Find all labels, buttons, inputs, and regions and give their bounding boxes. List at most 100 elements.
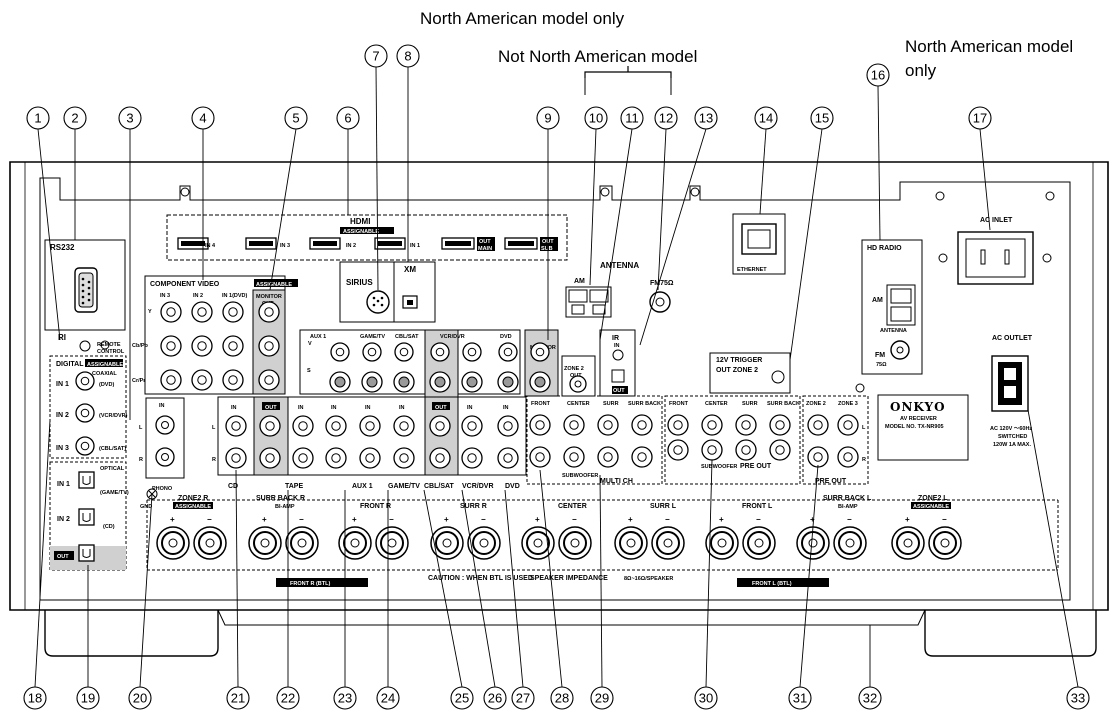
terminal-polarity: −	[299, 515, 304, 524]
svg-text:BI-AMP: BI-AMP	[275, 504, 295, 510]
callout-marker: 28	[550, 686, 574, 710]
preout-jack	[769, 439, 791, 461]
screws	[100, 187, 1055, 393]
audio-jack-l	[497, 415, 519, 437]
svg-text:75Ω: 75Ω	[876, 362, 887, 368]
input-source-label: VCR/DVR	[440, 334, 465, 340]
s-video-jack	[361, 371, 383, 393]
model-plate: ONKYO AV RECEIVER MODEL NO. TX-NR905 AC …	[877, 394, 1032, 461]
rs232-port: RS232	[44, 239, 126, 331]
speaker-terminal: −	[928, 515, 962, 560]
svg-text:(CD): (CD)	[103, 524, 115, 530]
zone-preout-jack	[807, 414, 829, 436]
component-video-jack	[258, 301, 280, 323]
terminal-polarity: −	[665, 515, 670, 524]
svg-text:COMPONENT VIDEO: COMPONENT VIDEO	[150, 281, 220, 288]
component-video-jack	[160, 335, 182, 357]
svg-text:ZONE 2: ZONE 2	[564, 366, 584, 372]
ac-inlet: AC INLET	[938, 217, 1052, 285]
hdmi-in-label: IN 1	[410, 243, 420, 249]
svg-text:Y: Y	[148, 309, 152, 315]
svg-text:BI-AMP: BI-AMP	[838, 504, 858, 510]
svg-text:SURR: SURR	[742, 401, 758, 407]
hdmi-input-port: IN 2	[309, 237, 356, 250]
terminal-polarity: +	[810, 515, 815, 524]
svg-text:R: R	[862, 457, 866, 463]
callout-number: 12	[659, 111, 673, 126]
svg-text:MULTI CH: MULTI CH	[600, 478, 633, 485]
callout-number: 20	[133, 691, 147, 706]
callout-number: 8	[404, 49, 411, 64]
component-video-jack	[222, 301, 244, 323]
label: R	[212, 457, 216, 463]
callout-marker: 15	[810, 106, 834, 130]
callout-number: 24	[381, 691, 395, 706]
composite-video-jack	[394, 342, 414, 362]
callout-number: 31	[793, 691, 807, 706]
callout-marker: 9	[536, 106, 560, 130]
svg-text:IN 3: IN 3	[56, 445, 69, 452]
speaker-terminal: +	[796, 515, 830, 560]
input-source-label: CBL/SAT	[395, 334, 419, 340]
callout-marker: 5	[284, 106, 308, 130]
callout-number: 32	[863, 691, 877, 706]
terminal-polarity: −	[389, 515, 394, 524]
terminal-polarity: +	[905, 515, 910, 524]
callout-marker: 27	[511, 686, 535, 710]
multich-jack	[563, 414, 585, 436]
terminal-polarity: −	[847, 515, 852, 524]
io-label: IN	[503, 405, 509, 411]
callout-number: 6	[344, 111, 351, 126]
speaker-terminal: +	[891, 515, 925, 560]
component-video-jack	[222, 335, 244, 357]
svg-text:CAUTION : WHEN BTL IS USED: CAUTION : WHEN BTL IS USED	[428, 575, 533, 582]
audio-jack-r	[429, 447, 451, 469]
source-label-aux1: AUX 1	[352, 483, 373, 490]
input-source-label: GAME/TV	[360, 334, 385, 340]
multich-jack	[631, 414, 653, 436]
callout-marker: 18	[23, 686, 47, 710]
callout-marker: 22	[276, 686, 300, 710]
preout-jack	[735, 439, 757, 461]
callout-number: 10	[589, 111, 603, 126]
preout-jack	[735, 414, 757, 436]
composite-video-jack	[430, 342, 450, 362]
callout-marker: 1	[26, 106, 50, 130]
terminal-polarity: −	[481, 515, 486, 524]
svg-text:SURR BACK: SURR BACK	[767, 401, 800, 407]
callout-number: 25	[455, 691, 469, 706]
io-label: IN	[298, 405, 304, 411]
terminal-polarity: +	[170, 515, 175, 524]
coaxial-jack	[75, 403, 95, 423]
speaker-terminal: −	[651, 515, 685, 560]
multich-jack	[631, 446, 653, 468]
svg-text:SURR BACK R: SURR BACK R	[256, 495, 305, 502]
callout-number: 2	[71, 111, 78, 126]
component-video-jack	[191, 369, 213, 391]
callout-marker: 2	[63, 106, 87, 130]
svg-text:120W 1A MAX.: 120W 1A MAX.	[993, 442, 1031, 448]
callout-number: 21	[231, 691, 245, 706]
svg-text:GND: GND	[140, 504, 152, 510]
audio-jack-r	[497, 447, 519, 469]
callout-number: 16	[871, 68, 885, 83]
terminal-polarity: +	[535, 515, 540, 524]
callout-marker: 21	[226, 686, 250, 710]
label: MAIN	[478, 246, 492, 252]
io-label: IN	[365, 405, 371, 411]
svg-text:R: R	[139, 457, 143, 463]
optical-section: IN 1 OPTICAL (GAME/TV) IN 2 (CD) OUT	[49, 461, 129, 571]
source-label-game: GAME/TV	[388, 483, 420, 490]
callout-marker: 11	[620, 106, 644, 130]
svg-text:AC INLET: AC INLET	[980, 217, 1013, 224]
svg-text:FRONT: FRONT	[669, 401, 689, 407]
chassis-outline	[9, 161, 1109, 611]
component-video-section: COMPONENT VIDEO ASSIGNABLE IN 3 IN 2 IN …	[132, 275, 298, 395]
svg-text:MONITOR: MONITOR	[256, 294, 282, 300]
digital-inputs-section: DIGITAL ASSIGNABLE COAXIAL IN 1 (DVD) IN…	[49, 355, 128, 459]
svg-text:HDMI: HDMI	[350, 217, 370, 226]
svg-text:ZONE 3: ZONE 3	[838, 401, 858, 407]
callout-marker: 33	[1066, 686, 1090, 710]
s-video-jack	[429, 371, 451, 393]
callout-number: 5	[292, 111, 299, 126]
